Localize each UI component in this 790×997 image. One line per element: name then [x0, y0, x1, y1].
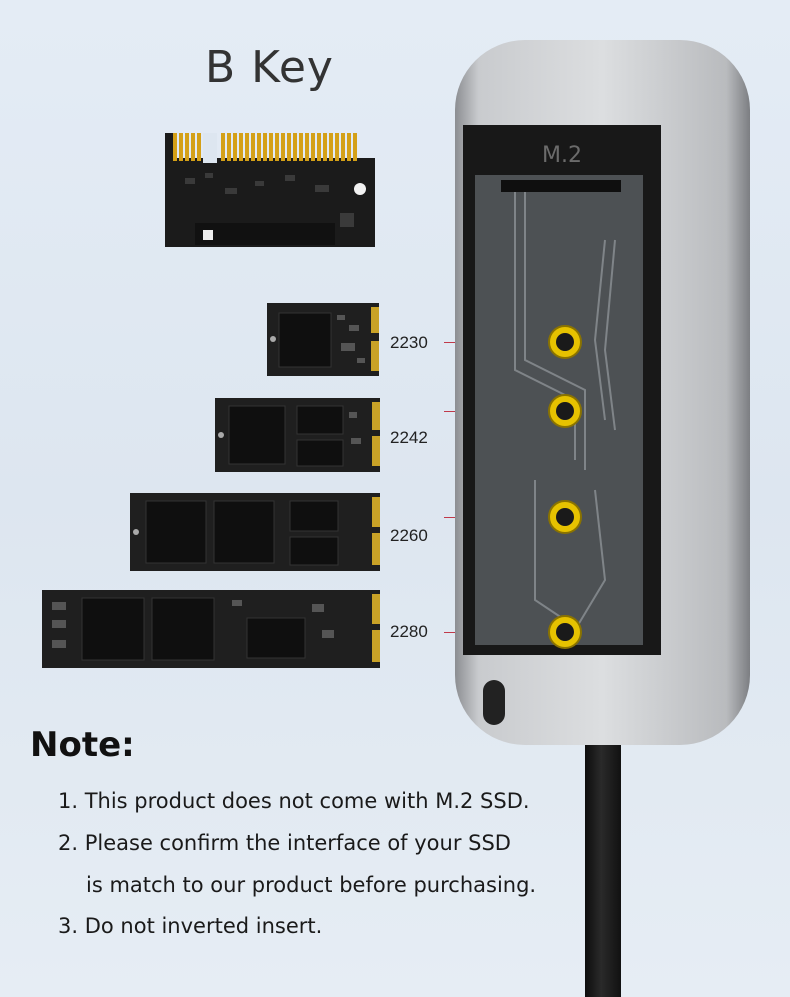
size-label-2230: 2230	[390, 333, 428, 352]
usb-cable	[585, 745, 621, 997]
ssd-2242-image	[215, 398, 380, 472]
size-label-2260: 2260	[390, 526, 428, 545]
note-line-4: 3. Do not inverted insert.	[58, 914, 323, 938]
size-label-2242: 2242	[390, 428, 428, 447]
m2-enclosure-image: M.2	[455, 40, 750, 745]
svg-text:M.2: M.2	[542, 143, 582, 168]
ssd-2280-image	[42, 590, 380, 668]
note-heading: Note:	[30, 725, 135, 765]
ssd-2230-image	[267, 303, 379, 376]
page-title: B Key	[205, 42, 334, 93]
note-line-1: 1. This product does not come with M.2 S…	[58, 789, 530, 813]
size-label-2280: 2280	[390, 622, 428, 641]
note-line-3: is match to our product before purchasin…	[86, 873, 537, 897]
b-key-connector-image	[165, 133, 375, 247]
ssd-2260-image	[130, 493, 380, 571]
note-line-2: 2. Please confirm the interface of your …	[58, 831, 511, 855]
